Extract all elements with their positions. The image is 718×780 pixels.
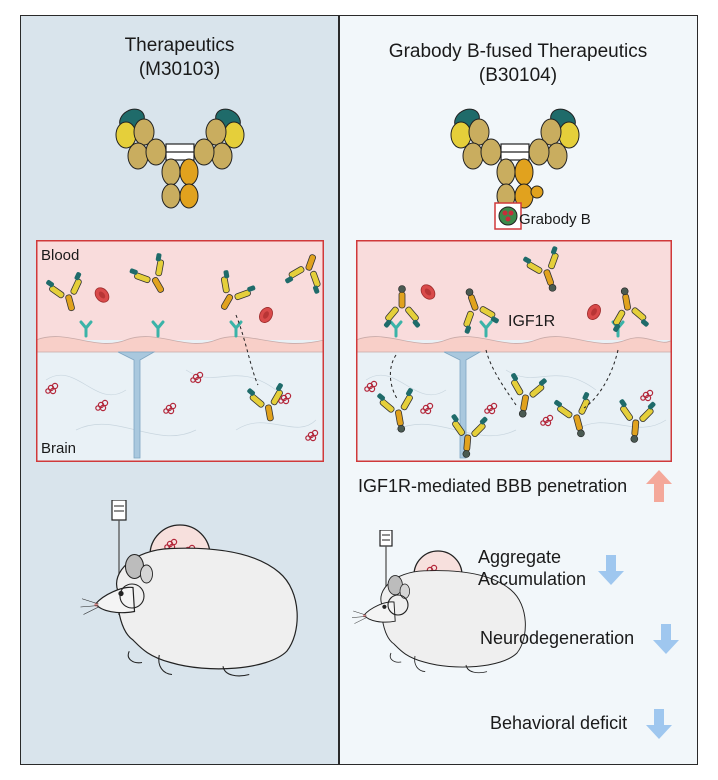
brain-label: Brain <box>41 440 77 457</box>
bbb-panel-left <box>36 240 324 462</box>
down-arrow-icon <box>646 709 672 739</box>
up-arrow-icon <box>646 470 672 502</box>
down-arrow-icon <box>653 624 679 654</box>
left-title-line2: (M30103) <box>138 59 221 80</box>
bbb-panel-right <box>356 240 672 462</box>
antibody-icon-left <box>115 108 245 209</box>
figure-frame <box>20 15 698 765</box>
receptor-label: IGF1R <box>508 313 556 330</box>
right-title-line1: Grabody B-fused Therapeutics <box>388 41 648 62</box>
mouse-right-illustration <box>351 530 526 674</box>
left-title-line1: Therapeutics <box>124 35 235 56</box>
right-title: Grabody B-fused Therapeutics (B30104) <box>339 40 697 88</box>
right-title-line2: (B30104) <box>478 65 558 86</box>
grabody-antibody-icon <box>450 108 580 230</box>
grabody-label: Grabody B <box>519 211 591 228</box>
mouse-left-illustration <box>79 500 298 677</box>
outcome-behavioral-deficit: Behavioral deficit <box>490 713 628 733</box>
column-divider <box>338 15 340 765</box>
outcome-neurodegeneration: Neurodegeneration <box>480 628 635 648</box>
down-arrow-icon <box>598 555 624 585</box>
syringe-icon <box>111 500 127 615</box>
left-title: Therapeutics (M30103) <box>21 34 338 82</box>
outcome-aggregate: Aggregate Accumulation <box>478 547 587 589</box>
blood-label: Blood <box>41 247 80 264</box>
outcome-bbb-penetration: IGF1R-mediated BBB penetration <box>358 476 628 496</box>
mouse-icon <box>79 547 298 677</box>
